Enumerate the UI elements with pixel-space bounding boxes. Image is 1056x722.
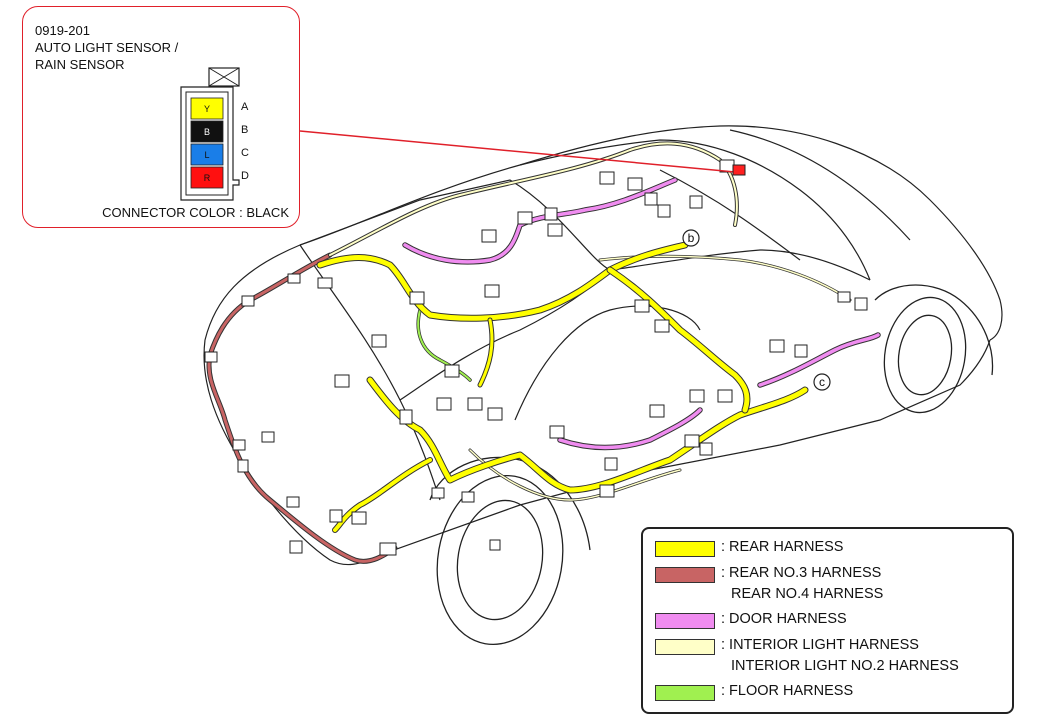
connector-code: 0919-201: [35, 23, 90, 38]
pin-letter-a: A: [241, 101, 249, 113]
rear-harness: [316, 241, 809, 533]
legend-label-interior-light: : INTERIOR LIGHT HARNESS: [721, 637, 919, 653]
connector-boxes: [204, 159, 868, 556]
legend-label-rear: : REAR HARNESS: [721, 539, 844, 555]
pin-letter-b: B: [241, 124, 249, 136]
legend-swatch-rear-no3: [655, 567, 715, 583]
pin-cell-d: [190, 166, 224, 189]
pin-color-code-d: R: [204, 173, 211, 183]
rear-no3-harness: [206, 252, 398, 564]
pin-letter-c: C: [241, 147, 249, 159]
pin-cell-b: [190, 120, 224, 143]
legend-swatch-door: [655, 613, 715, 629]
legend-swatch-interior-light: [655, 639, 715, 655]
leader-line: [299, 130, 736, 173]
legend-label-door: : DOOR HARNESS: [721, 611, 847, 627]
pin-cell-c: [190, 143, 224, 166]
marker-c: c: [813, 373, 831, 391]
pin-letter-d: D: [241, 170, 249, 182]
pin-cell-a: [190, 97, 224, 120]
legend-label-floor: : FLOOR HARNESS: [721, 683, 854, 699]
connector-name-line1: AUTO LIGHT SENSOR /: [35, 40, 179, 55]
connector-color: CONNECTOR COLOR : BLACK: [102, 205, 289, 220]
legend-label-rear-no4: REAR NO.4 HARNESS: [731, 586, 884, 602]
legend-swatch-rear: [655, 541, 715, 557]
marker-c-label: c: [819, 375, 825, 389]
legend-label-rear-no3: : REAR NO.3 HARNESS: [721, 565, 882, 581]
marker-b-label: b: [688, 231, 695, 245]
marker-b: b: [682, 229, 700, 247]
pin-color-code-a: Y: [204, 104, 210, 114]
door-harness: [402, 177, 881, 451]
legend-label-interior-light-no2: INTERIOR LIGHT NO.2 HARNESS: [731, 658, 959, 674]
connector-name-line2: RAIN SENSOR: [35, 57, 125, 72]
pin-color-code-b: B: [204, 127, 210, 137]
pin-color-code-c: L: [204, 150, 209, 160]
car-outline: [203, 125, 1003, 566]
floor-harness: [416, 308, 472, 382]
connector-face-drawing: Y B L R: [180, 67, 240, 201]
legend: : REAR HARNESS : REAR NO.3 HARNESS REAR …: [641, 527, 1014, 714]
sensor-connector: [732, 164, 746, 176]
legend-swatch-floor: [655, 685, 715, 701]
rear-wheel: [874, 284, 994, 414]
connector-callout: 0919-201 AUTO LIGHT SENSOR / RAIN SENSOR…: [22, 6, 300, 228]
